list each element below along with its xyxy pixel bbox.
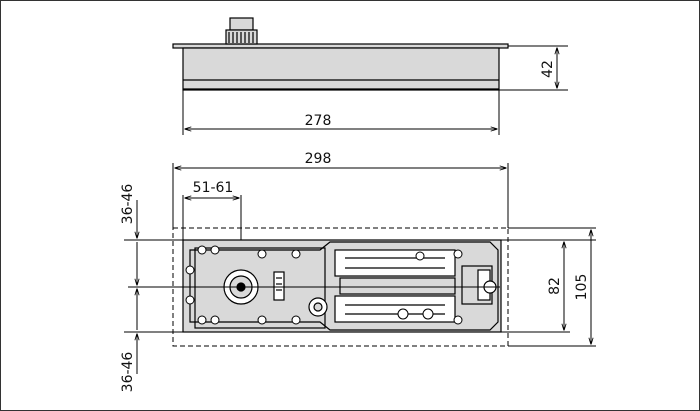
dim-total-length-label: 298: [305, 151, 332, 167]
plan-view: [182, 239, 502, 333]
cover-plate-outline: [172, 227, 509, 347]
dim-total-length: [172, 163, 509, 228]
upper-chamber: [334, 249, 456, 277]
dim-outer-height-label: 105: [574, 274, 590, 301]
closer-body: [182, 47, 500, 91]
dim-top-height-label: 42: [540, 60, 556, 78]
side-view: [172, 17, 509, 91]
dim-inner-height-label: 82: [547, 277, 563, 295]
dim-side-bottom-label: 36-46: [120, 352, 136, 393]
valve-slot: [273, 271, 285, 301]
dim-top-length: [182, 90, 500, 135]
bolts: [185, 245, 463, 325]
center-channel: [339, 277, 456, 295]
dim-side-top-label: 36-46: [120, 184, 136, 225]
lower-chamber: [334, 295, 456, 323]
dim-top-length-label: 278: [305, 113, 332, 129]
dim-left-ranges: [124, 200, 183, 374]
dim-spindle-offset-label: 51-61: [193, 180, 234, 196]
dim-top-height: [499, 45, 568, 91]
dim-right-heights: [501, 227, 596, 347]
mechanism-plate: [194, 247, 326, 329]
spindle-side: [225, 17, 258, 45]
